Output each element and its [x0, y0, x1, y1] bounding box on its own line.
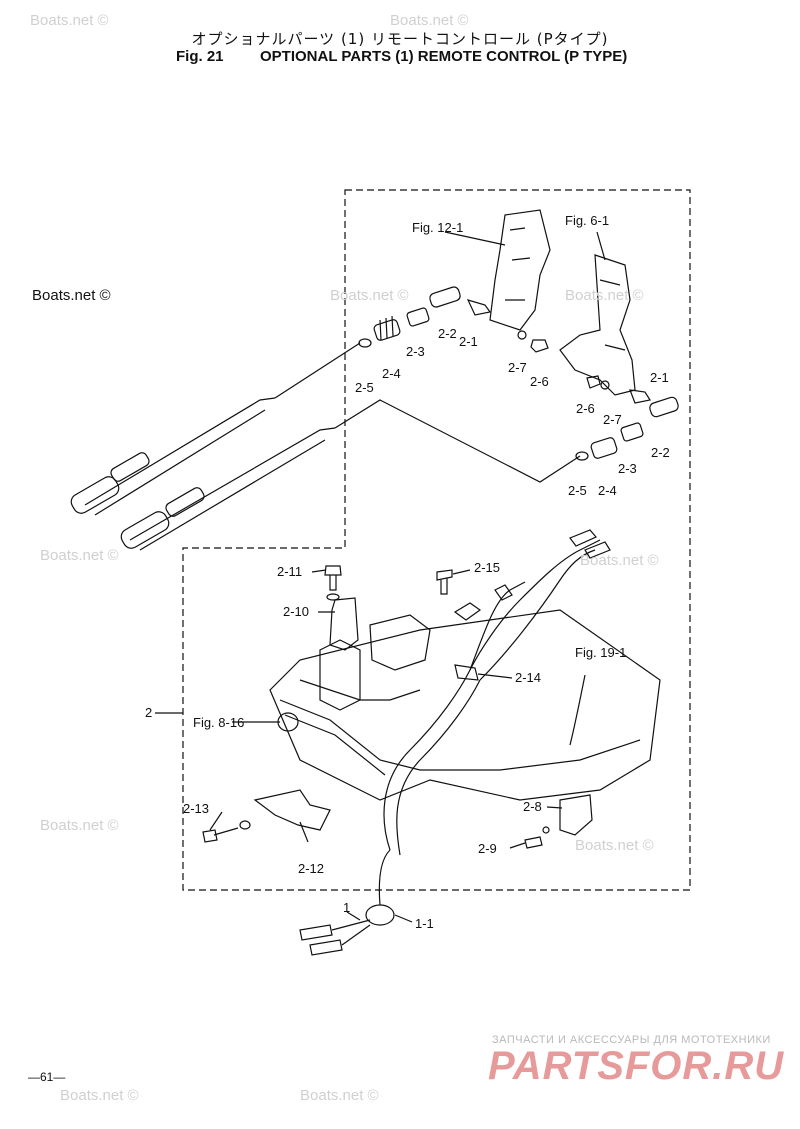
pin-2-2-a	[429, 286, 461, 308]
callout-2-1-b: 2-1	[650, 370, 669, 385]
grommet-1-1	[365, 904, 395, 926]
svg-text:Boats.net ©: Boats.net ©	[575, 837, 654, 854]
callout-2-13: 2-13	[183, 801, 209, 816]
callout-2-15: 2-15	[474, 560, 500, 575]
bolt-2-15	[436, 569, 453, 595]
title-japanese: オプショナルパーツ (1) リモートコントロール (Pタイプ)	[191, 30, 609, 48]
callout-2-3-a: 2-3	[406, 344, 425, 359]
callout-2-14: 2-14	[515, 670, 541, 685]
bracket-2-10	[329, 597, 359, 651]
bolt-2-11	[324, 565, 342, 591]
callout-2-2-b: 2-2	[651, 445, 670, 460]
callout-fig8-16: Fig. 8-16	[193, 715, 244, 730]
callout-fig12-1: Fig. 12-1	[412, 220, 463, 235]
callout-labels: Fig. 12-1 Fig. 6-1 2-1 2-2 2-3 2-4 2-5 2…	[145, 213, 670, 931]
svg-text:Boats.net ©: Boats.net ©	[390, 12, 469, 29]
callout-2-3-b: 2-3	[618, 461, 637, 476]
bracket-fig12-1	[489, 209, 551, 331]
joint-2-1-a	[466, 299, 492, 316]
callout-fig6-1: Fig. 6-1	[565, 213, 609, 228]
callout-2-6-b: 2-6	[576, 401, 595, 416]
bolt-2-9	[524, 836, 543, 849]
svg-text:Boats.net ©: Boats.net ©	[30, 12, 109, 29]
bracket-fig6-1	[559, 254, 636, 396]
watermark-strong: Boats.net ©	[32, 287, 111, 304]
callout-fig19-1: Fig. 19-1	[575, 645, 626, 660]
callout-2-11: 2-11	[277, 564, 302, 579]
callout-2-2-a: 2-2	[438, 326, 457, 341]
callout-2-5-b: 2-5	[568, 483, 587, 498]
engine-pan-outline	[269, 609, 661, 801]
callout-2-4-b: 2-4	[598, 483, 617, 498]
pin-2-2-b	[649, 396, 679, 418]
washer-2-7-b	[600, 380, 610, 390]
wire-harness	[383, 539, 601, 851]
page-number: —61—	[28, 1070, 66, 1084]
callout-2-7-b: 2-7	[603, 412, 622, 427]
svg-text:Boats.net ©: Boats.net ©	[330, 287, 409, 304]
callout-2-6-a: 2-6	[530, 374, 549, 389]
washer-2-7-a	[517, 330, 527, 340]
connector-1	[299, 924, 333, 941]
callout-2: 2	[145, 705, 152, 720]
svg-text:Boats.net ©: Boats.net ©	[300, 1087, 379, 1104]
spring-2-4-b	[590, 437, 618, 459]
callout-2-1-a: 2-1	[459, 334, 478, 349]
figure-title: OPTIONAL PARTS (1) REMOTE CONTROL (P TYP…	[260, 48, 628, 65]
callout-1: 1	[343, 900, 350, 915]
remote-cable-lower	[129, 427, 336, 541]
callout-2-8: 2-8	[523, 799, 542, 814]
callout-2-4-a: 2-4	[382, 366, 401, 381]
svg-text:Boats.net ©: Boats.net ©	[40, 817, 119, 834]
callout-2-10: 2-10	[283, 604, 309, 619]
sleeve-2-3-b	[620, 422, 644, 442]
callout-2-7-a: 2-7	[508, 360, 527, 375]
remote-cable-upper	[84, 397, 276, 506]
nut-2-6-b	[586, 375, 601, 389]
svg-text:Boats.net ©: Boats.net ©	[565, 287, 644, 304]
clamp-2-14	[454, 664, 479, 681]
callout-1-1: 1-1	[415, 916, 434, 931]
bracket-2-8	[559, 794, 593, 836]
spring-2-4-a	[373, 319, 401, 341]
footer-tagline: ЗАПЧАСТИ И АКСЕССУАРЫ ДЛЯ МОТОТЕХНИКИ	[492, 1034, 771, 1046]
nut-2-6-a	[530, 339, 549, 353]
callout-2-9: 2-9	[478, 841, 497, 856]
figure-number: Fig. 21	[176, 48, 224, 65]
footer-brand-logo: PARTSFOR.RU	[488, 1044, 785, 1088]
sleeve-2-3-a	[406, 307, 430, 327]
bolt-2-13	[202, 827, 239, 843]
svg-text:Boats.net ©: Boats.net ©	[580, 552, 659, 569]
svg-text:Boats.net ©: Boats.net ©	[40, 547, 119, 564]
washer-2-5-a	[358, 338, 372, 348]
svg-text:Boats.net ©: Boats.net ©	[60, 1087, 139, 1104]
watermarks: Boats.net © Boats.net © Boats.net © Boat…	[30, 12, 659, 1104]
group-boundary-dashed	[182, 189, 691, 891]
callout-2-5-a: 2-5	[355, 380, 374, 395]
washer-2-5-b	[575, 451, 589, 461]
callout-2-12: 2-12	[298, 861, 324, 876]
joint-2-1-b	[629, 389, 651, 404]
bracket-2-12	[253, 789, 331, 831]
